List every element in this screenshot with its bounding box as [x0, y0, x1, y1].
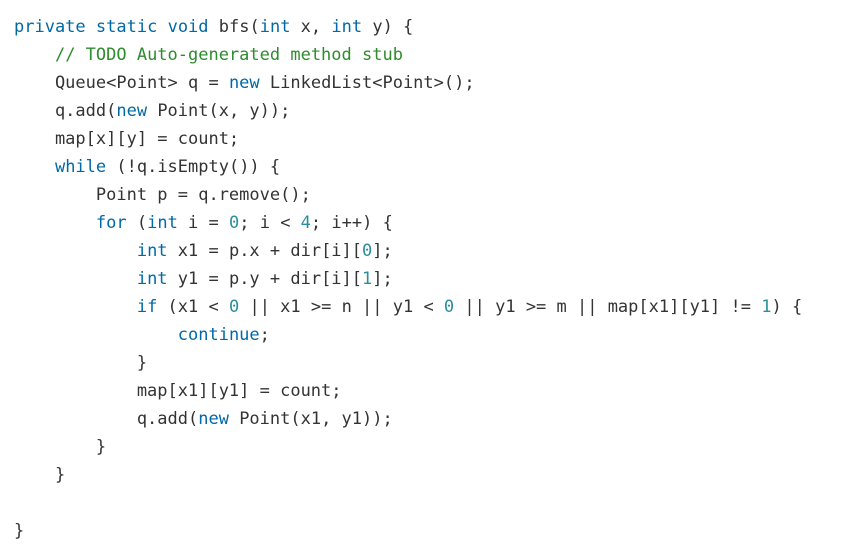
code-token: ];: [372, 269, 393, 289]
code-line: q.add(new Point(x1, y1));: [14, 405, 844, 433]
code-token: [14, 157, 55, 177]
code-token: Point(x, y));: [147, 101, 291, 121]
code-token: [14, 241, 137, 261]
code-line: }: [14, 349, 844, 377]
code-line: }: [14, 517, 844, 545]
code-token: [14, 45, 55, 65]
code-line: map[x1][y1] = count;: [14, 377, 844, 405]
code-token: }: [14, 437, 107, 457]
code-token: int: [136, 241, 168, 261]
code-token: int: [259, 17, 291, 37]
code-token: new: [228, 73, 260, 93]
code-token: q.add(: [14, 409, 199, 429]
code-token: q.add(: [14, 101, 117, 121]
code-token: ];: [372, 241, 393, 261]
code-token: ;: [259, 325, 270, 345]
code-line: }: [14, 433, 844, 461]
code-line: }: [14, 461, 844, 489]
code-token: [157, 17, 167, 37]
code-line: continue;: [14, 321, 844, 349]
code-token: int: [331, 17, 363, 37]
code-token: y) {: [362, 17, 414, 37]
code-token: int: [147, 213, 178, 233]
code-token: }: [14, 465, 66, 485]
code-token: x1 = p.x + dir[i][: [167, 241, 363, 261]
code-token: Point(x1, y1));: [228, 409, 393, 429]
code-token: // TODO Auto-generated method stub: [54, 45, 403, 65]
code-token: (: [126, 213, 148, 233]
code-token: for: [95, 213, 127, 233]
code-token: private: [14, 17, 86, 37]
code-token: ) {: [771, 297, 803, 317]
code-token: new: [198, 409, 229, 429]
code-line: // TODO Auto-generated method stub: [14, 41, 844, 69]
code-line: Point p = q.remove();: [14, 181, 844, 209]
code-token: 0: [229, 213, 240, 233]
code-token: continue: [177, 325, 260, 345]
code-token: void: [167, 17, 209, 37]
code-token: ; i++) {: [310, 213, 393, 233]
code-line: int y1 = p.y + dir[i][1];: [14, 265, 844, 293]
code-line: if (x1 < 0 || x1 >= n || y1 < 0 || y1 >=…: [14, 293, 844, 321]
code-token: Queue<Point> q =: [14, 73, 229, 93]
code-token: [14, 213, 96, 233]
code-token: 1: [761, 297, 772, 317]
code-token: 0: [362, 241, 373, 261]
code-token: new: [116, 101, 148, 121]
code-token: || y1 >= m || map[x1][y1] !=: [454, 297, 762, 317]
code-token: [14, 269, 137, 289]
code-token: 0: [443, 297, 455, 317]
code-token: 1: [362, 269, 373, 289]
code-token: [14, 297, 137, 317]
code-token: 0: [228, 297, 240, 317]
code-line: for (int i = 0; i < 4; i++) {: [14, 209, 844, 237]
code-token: [86, 17, 96, 37]
code-token: static: [95, 17, 158, 37]
code-line: q.add(new Point(x, y));: [14, 97, 844, 125]
code-token: i =: [177, 213, 229, 233]
code-token: x,: [290, 17, 332, 37]
code-token: 4: [300, 213, 311, 233]
code-line: map[x][y] = count;: [14, 125, 844, 153]
code-line: int x1 = p.x + dir[i][0];: [14, 237, 844, 265]
code-token: Point p = q.remove();: [14, 185, 311, 205]
code-token: int: [136, 269, 168, 289]
code-token: (x1 <: [157, 297, 229, 317]
code-token: }: [14, 353, 148, 373]
code-token: map[x][y] = count;: [14, 129, 240, 149]
code-token: LinkedList<Point>();: [259, 73, 475, 93]
code-token: bfs(: [208, 17, 260, 37]
code-token: || x1 >= n || y1 <: [239, 297, 444, 317]
code-token: while: [54, 157, 107, 177]
code-token: y1 = p.y + dir[i][: [167, 269, 363, 289]
code-token: if: [136, 297, 158, 317]
code-line: [14, 489, 844, 517]
code-token: map[x1][y1] = count;: [14, 381, 342, 401]
code-token: (!q.isEmpty()) {: [106, 157, 281, 177]
code-line: while (!q.isEmpty()) {: [14, 153, 844, 181]
code-token: ; i <: [239, 213, 301, 233]
code-token: [14, 325, 178, 345]
code-line: private static void bfs(int x, int y) {: [14, 13, 844, 41]
code-token: }: [14, 521, 25, 541]
code-line: Queue<Point> q = new LinkedList<Point>()…: [14, 69, 844, 97]
